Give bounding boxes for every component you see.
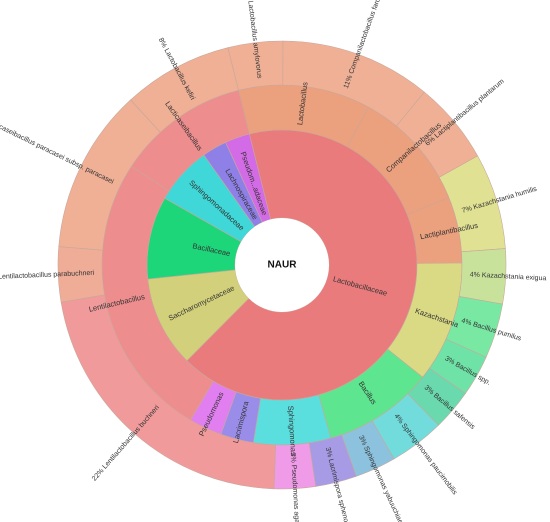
center-label: NAUR	[268, 260, 298, 271]
center-hole	[235, 218, 329, 312]
species-label-lentilactobacillus-parabuchneri: 4% Lentilactobacillus parabuchneri	[0, 270, 95, 282]
species-label-kazachstania-exigua: 4% Kazachstania exigua	[470, 271, 547, 282]
species-segment-lactobacillus-kefiri[interactable]	[130, 47, 239, 133]
genus-label-sphingomonas: Sphingomonas	[286, 405, 298, 456]
species-label-pseudomonas-agarici: 3% Pseudomonas agarici	[289, 453, 301, 522]
